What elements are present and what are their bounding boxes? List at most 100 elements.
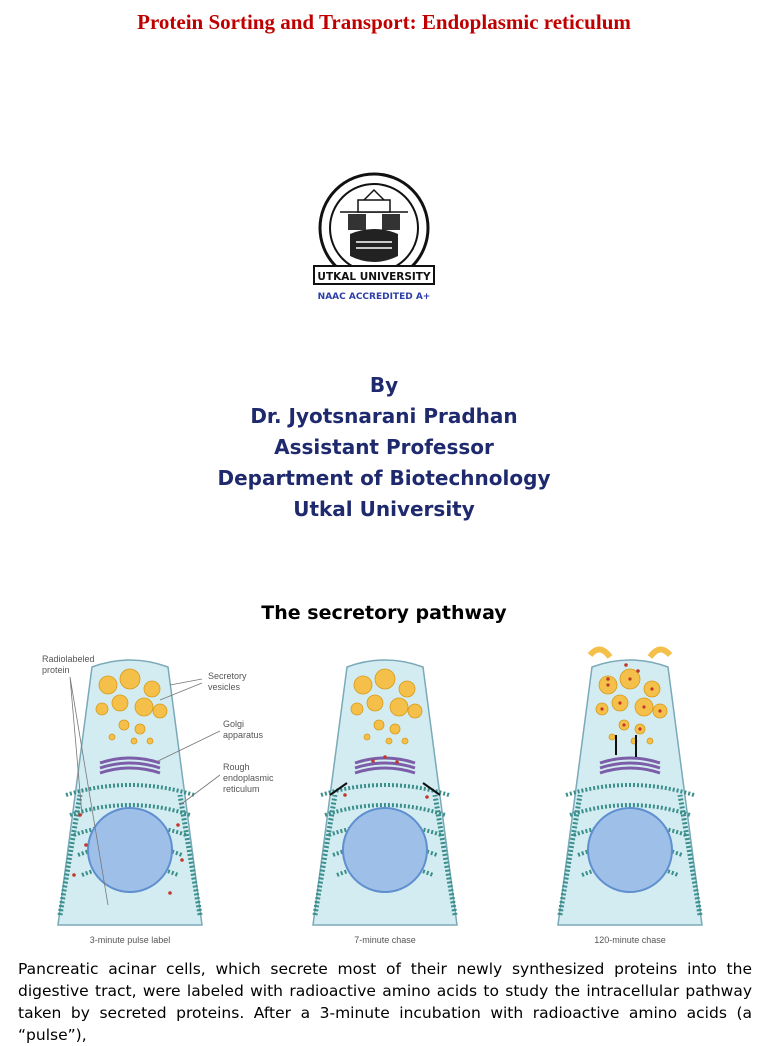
vesicle-2-10 — [363, 733, 371, 741]
panel-label-3: 120-minute chase — [594, 935, 666, 945]
vesicle-label-dot-3-5 — [642, 705, 646, 709]
vesicle-2-7 — [407, 703, 423, 719]
leader-secretory — [159, 678, 203, 701]
caption-paragraph: Pancreatic acinar cells, which secrete m… — [18, 960, 752, 1044]
vesicle-1-9 — [134, 723, 146, 735]
author-university: Utkal University — [293, 497, 475, 521]
label-golgi-1: Golgi — [223, 719, 244, 729]
golgi-cisterna-2-3 — [354, 766, 416, 775]
arrow-er-golgi-right — [422, 782, 441, 796]
vesicle-1-12 — [146, 737, 154, 745]
er-band-3-2 — [569, 803, 691, 817]
golgi-cisterna-3-3 — [599, 766, 661, 775]
author-name: Dr. Jyotsnarani Pradhan — [250, 404, 518, 428]
vesicle-2-12 — [401, 737, 409, 745]
vesicle-3-10 — [608, 733, 616, 741]
vesicle-2-2 — [374, 668, 396, 690]
labeled-protein-dot-3-2 — [636, 669, 640, 673]
leader-radiolabeled — [69, 676, 109, 906]
labeled-protein-dot-2-3 — [395, 760, 399, 764]
vesicle-1-5 — [134, 697, 154, 717]
author-department: Department of Biotechnology — [217, 466, 551, 490]
logo-accreditation: NAAC ACCREDITED A+ — [318, 292, 431, 302]
secretion-release — [587, 646, 673, 659]
labeled-protein-dot-2-2 — [383, 755, 387, 759]
leader-golgi — [157, 730, 221, 762]
vesicle-label-dot-3-2 — [628, 677, 632, 681]
er-side-1 — [57, 794, 203, 916]
label-rer-3: reticulum — [223, 784, 260, 794]
vesicle-2-6 — [350, 702, 364, 716]
nucleus-3 — [587, 807, 673, 893]
vesicle-1-6 — [95, 702, 109, 716]
label-golgi-2: apparatus — [223, 730, 264, 740]
page-title: Protein Sorting and Transport: Endoplasm… — [137, 10, 631, 34]
figure-canvas: Radiolabeled protein Secretory vesicles … — [42, 646, 703, 945]
labeled-protein-dot-1-6 — [168, 891, 172, 895]
er-band-3-1 — [565, 783, 695, 797]
golgi-cisterna-1-2 — [99, 761, 161, 770]
vesicle-1-1 — [98, 675, 118, 695]
author-block: By Dr. Jyotsnarani Pradhan Assistant Pro… — [0, 370, 768, 525]
vesicle-1-4 — [111, 694, 129, 712]
label-rer-2: endoplasmic — [223, 773, 274, 783]
vesicle-2-8 — [373, 719, 385, 731]
vesicle-label-dot-3-7 — [658, 709, 662, 713]
arrow-golgi-vesicle — [615, 735, 637, 757]
er-side-2 — [312, 794, 458, 916]
vesicle-2-1 — [353, 675, 373, 695]
er-band-1-1 — [65, 783, 195, 797]
nucleus-1 — [87, 807, 173, 893]
arrow-er-golgi-left — [329, 782, 348, 796]
label-radiolabeled-1: Radiolabeled — [42, 654, 95, 664]
labeled-protein-dot-1-4 — [176, 823, 180, 827]
vesicle-label-dot-3-6 — [600, 707, 604, 711]
vesicle-label-dot-3-8 — [622, 723, 626, 727]
label-secretory-2: vesicles — [208, 682, 241, 692]
vesicle-1-3 — [143, 680, 161, 698]
golgi-cisterna-3-2 — [599, 761, 661, 770]
panel-label-2: 7-minute chase — [354, 935, 416, 945]
vesicle-label-dot-3-1 — [606, 683, 610, 687]
vesicle-1-11 — [130, 737, 138, 745]
label-secretory-1: Secretory — [208, 671, 247, 681]
golgi-cisterna-1-3 — [99, 766, 161, 775]
vesicle-3-12 — [646, 737, 654, 745]
golgi-cisterna-1-1 — [99, 756, 161, 765]
vesicle-2-9 — [389, 723, 401, 735]
vesicle-2-4 — [366, 694, 384, 712]
logo-ribbon-text: UTKAL UNIVERSITY — [317, 271, 431, 283]
vesicle-2-11 — [385, 737, 393, 745]
labeled-protein-dot-2-4 — [343, 793, 347, 797]
labeled-protein-dot-2-1 — [371, 759, 375, 763]
nucleus-2 — [342, 807, 428, 893]
vesicle-label-dot-3-3 — [650, 687, 654, 691]
labeled-protein-dot-1-3 — [72, 873, 76, 877]
vesicle-1-8 — [118, 719, 130, 731]
secretory-pathway-figure: Radiolabeled protein Secretory vesicles … — [40, 645, 740, 950]
university-logo: UTKAL UNIVERSITY NAAC ACCREDITED A+ — [310, 172, 438, 312]
labeled-protein-dot-3-1 — [624, 663, 628, 667]
labeled-protein-dot-1-2 — [84, 843, 88, 847]
golgi-cisterna-3-1 — [599, 756, 661, 765]
vesicle-1-2 — [119, 668, 141, 690]
labeled-protein-dot-1-5 — [180, 858, 184, 862]
golgi-cisterna-2-2 — [354, 761, 416, 770]
vesicle-1-10 — [108, 733, 116, 741]
university-seal-icon: UTKAL UNIVERSITY NAAC ACCREDITED A+ — [313, 172, 435, 302]
leader-rer — [179, 774, 221, 806]
er-band-2-1 — [320, 783, 450, 797]
labeled-protein-dot-3-3 — [606, 677, 610, 681]
vesicle-2-3 — [398, 680, 416, 698]
vesicle-1-7 — [152, 703, 168, 719]
er-side-3 — [557, 794, 703, 916]
author-designation: Assistant Professor — [274, 435, 494, 459]
vesicle-label-dot-3-4 — [618, 701, 622, 705]
vesicle-label-dot-3-9 — [638, 727, 642, 731]
author-by: By — [369, 373, 399, 397]
er-band-2-2 — [324, 803, 446, 817]
section-heading: The secretory pathway — [261, 602, 507, 624]
vesicle-2-5 — [389, 697, 409, 717]
panel-label-1: 3-minute pulse label — [90, 935, 171, 945]
label-rer-1: Rough — [223, 762, 250, 772]
